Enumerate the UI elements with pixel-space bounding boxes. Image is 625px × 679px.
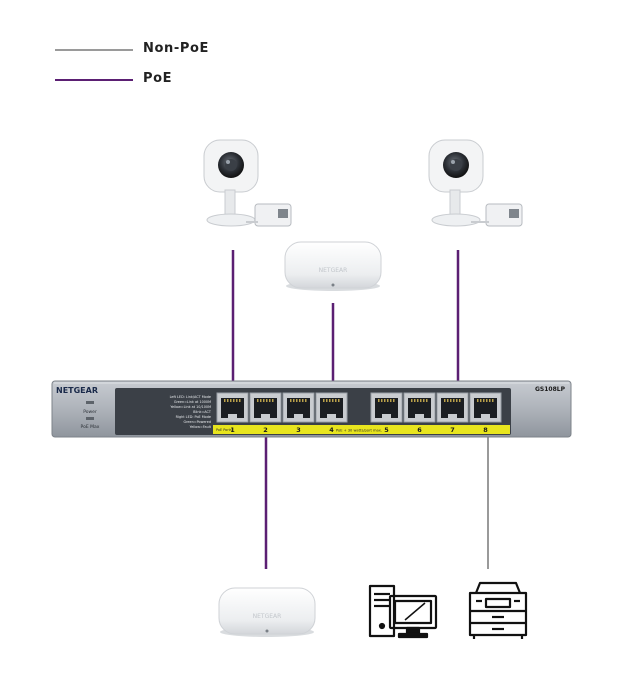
power-label: Power xyxy=(83,409,97,415)
right-led-line-2: Green=Powered xyxy=(183,420,211,424)
non-poe-line-swatch xyxy=(55,49,133,51)
poe-line-swatch xyxy=(55,79,133,81)
ethernet-port-6[interactable] xyxy=(403,392,436,423)
port-number-8: 8 xyxy=(483,426,488,434)
left-led-line-4: Blink=ACT xyxy=(193,410,212,414)
left-camera-icon xyxy=(203,139,292,227)
printer-icon xyxy=(468,581,528,639)
ethernet-port-5[interactable] xyxy=(370,392,403,423)
poe-max-led xyxy=(86,417,94,420)
poe-ports-label: PoE Ports xyxy=(216,428,232,432)
poe-strip xyxy=(213,425,510,434)
ethernet-port-7[interactable] xyxy=(436,392,469,423)
ethernet-port-3[interactable] xyxy=(282,392,315,423)
left-led-line-2: Green=Link at 1000M xyxy=(174,400,211,404)
poe-max-label: PoE Max xyxy=(81,424,100,430)
desktop-computer-icon xyxy=(368,584,438,639)
switch-brand: NETGEAR xyxy=(56,386,98,395)
right-led-legend: Right LED: PoE Mode Green=Powered Yellow… xyxy=(176,415,212,429)
port-number-7: 7 xyxy=(450,426,455,434)
port-group: 1 2 3 4 5 6 7 8 xyxy=(216,392,502,434)
left-led-legend: Left LED: Link/ACT Mode Green=Link at 10… xyxy=(170,395,212,414)
poe-label: PoE xyxy=(143,71,173,86)
ethernet-port-1[interactable] xyxy=(216,392,249,423)
right-led-line-3: Yellow=Fault xyxy=(190,425,212,429)
port-number-5: 5 xyxy=(384,426,389,434)
port-number-2: 2 xyxy=(263,426,268,434)
bottom-access-point-icon: NETGEAR xyxy=(218,587,316,637)
top-access-point-icon: NETGEAR xyxy=(284,241,382,291)
power-led xyxy=(86,401,94,404)
svg-text:NETGEAR: NETGEAR xyxy=(253,613,282,620)
right-camera-icon xyxy=(428,139,523,227)
port-number-3: 3 xyxy=(296,426,301,434)
non-poe-label: Non-PoE xyxy=(143,41,210,56)
poe-budget-label: PoE + 30 watts/port max. xyxy=(336,429,382,433)
right-led-line-1: Right LED: PoE Mode xyxy=(176,415,211,419)
port-number-1: 1 xyxy=(230,426,235,434)
switch-model: GS108LP xyxy=(535,386,566,393)
ethernet-port-2[interactable] xyxy=(249,392,282,423)
netgear-switch: NETGEAR GS108LP Power PoE Max Left LED: … xyxy=(51,380,572,438)
left-led-line-3: Yellow=Link at 10/100M xyxy=(170,405,211,409)
ethernet-port-4[interactable] xyxy=(315,392,348,423)
svg-text:NETGEAR: NETGEAR xyxy=(319,267,348,274)
port-number-6: 6 xyxy=(417,426,422,434)
ethernet-port-8[interactable] xyxy=(469,392,502,423)
left-led-line-1: Left LED: Link/ACT Mode xyxy=(170,395,211,399)
port-number-4: 4 xyxy=(329,426,334,434)
